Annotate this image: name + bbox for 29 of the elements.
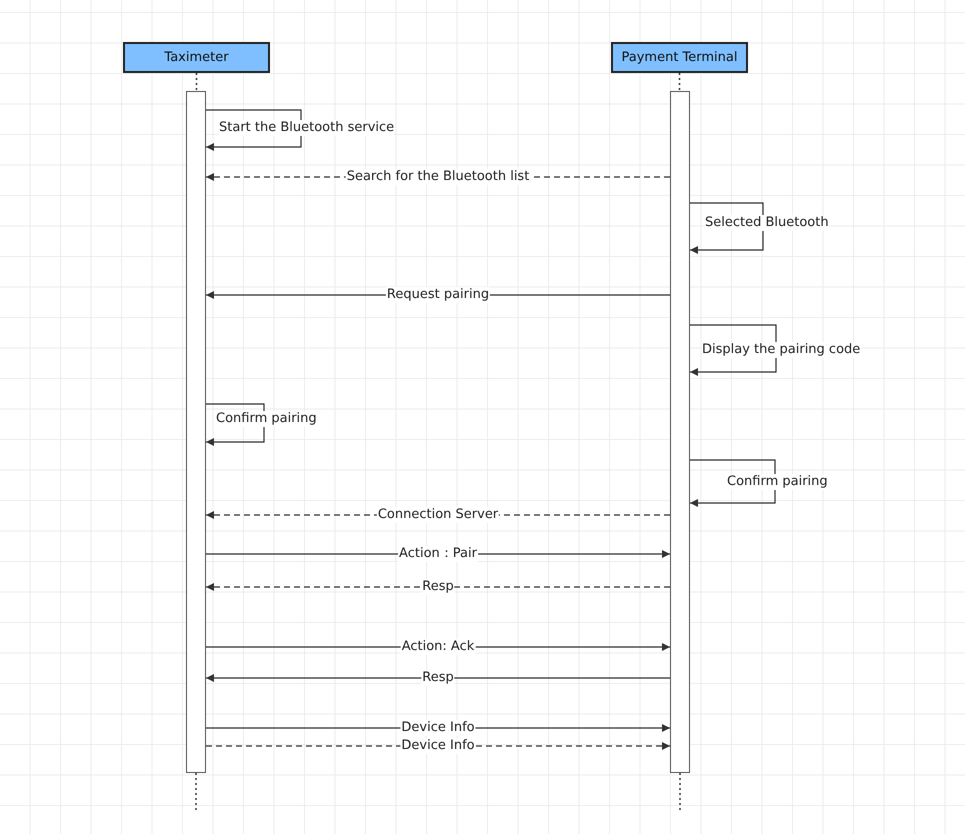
message-label: Action: Ack [400,639,476,655]
message-label: Connection Server [376,507,500,523]
message-label: Display the pairing code [702,342,860,358]
message-arrow [206,583,670,591]
self-message-arrow [690,324,777,376]
lifeline [678,73,680,91]
message-label: Confirm pairing [727,474,828,490]
message-label: Confirm pairing [216,411,317,427]
message-label: Request pairing [386,287,490,303]
self-message-arrow [690,202,764,254]
self-message-arrow [206,403,265,446]
message-label: Action：Pair [398,546,478,562]
self-message-arrow [206,109,302,151]
lifeline [679,773,681,810]
self-message-arrow [690,459,776,507]
lifeline [195,773,197,810]
message-label: Device Info [400,720,476,736]
activation-bar [670,91,690,773]
message-label: Selected Bluetooth [705,215,829,231]
lifeline-header: Taximeter [123,42,270,73]
message-label: Search for the Bluetooth list [346,169,530,185]
lifeline [196,73,198,91]
message-label: Start the Bluetooth service [219,120,394,136]
message-label: Device Info [400,738,476,754]
activation-bar [186,91,206,773]
message-label: Resp [421,670,455,686]
message-arrow [206,674,670,682]
lifeline-header: Payment Terminal [611,42,748,73]
message-label: Resp [421,579,455,595]
